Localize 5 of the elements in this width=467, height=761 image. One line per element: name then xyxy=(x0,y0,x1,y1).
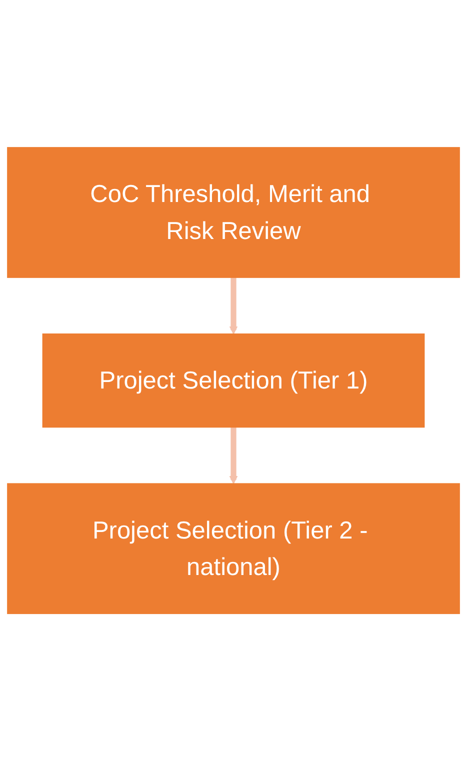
arrow xyxy=(229,277,238,334)
node-box: Project Selection (Tier 2 - national) xyxy=(7,483,460,614)
node-box: Project Selection (Tier 1) xyxy=(42,333,425,428)
node-box: CoC Threshold, Merit and Risk Review xyxy=(7,147,460,278)
arrow xyxy=(229,427,238,484)
